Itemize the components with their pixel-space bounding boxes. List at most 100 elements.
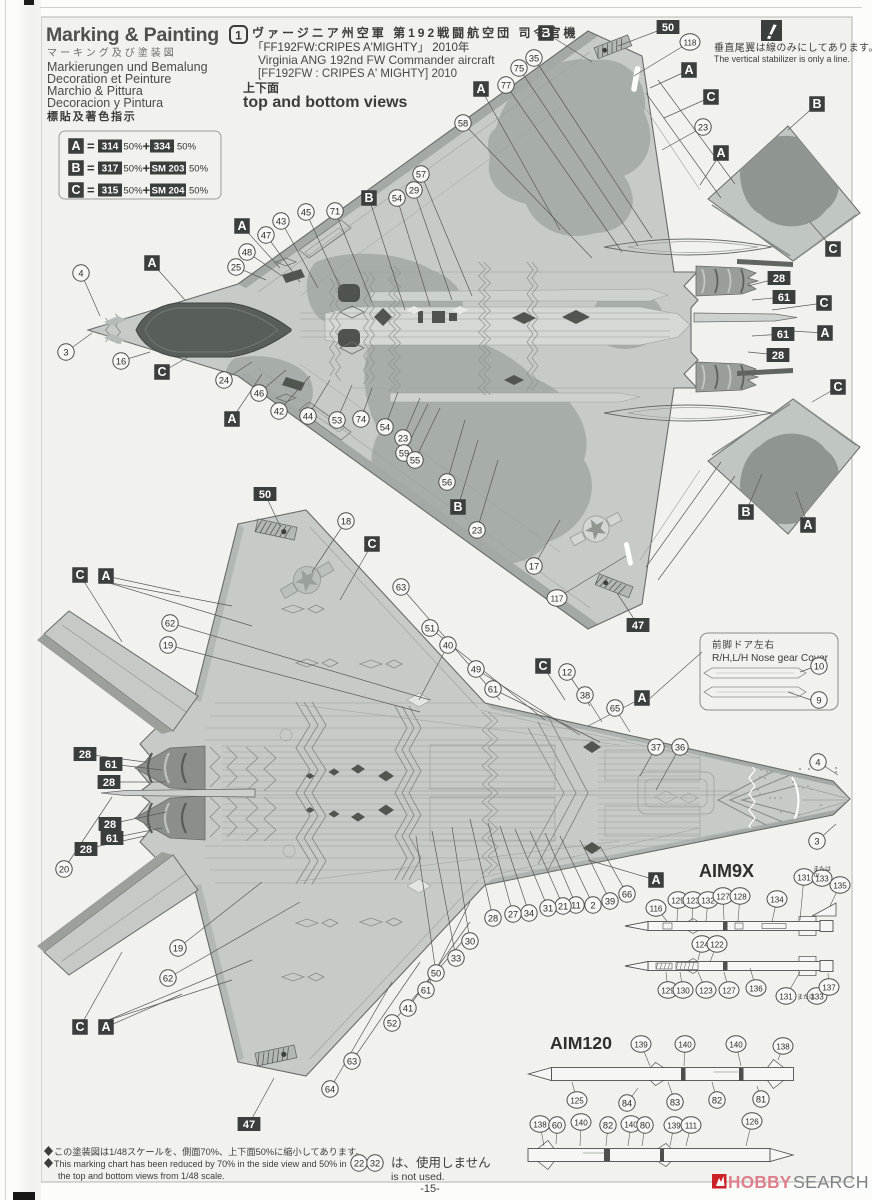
svg-text:AIM9X: AIM9X bbox=[699, 861, 754, 881]
svg-text:ヴァージニア州空軍 第192戦闘航空団 司令官機: ヴァージニア州空軍 第192戦闘航空団 司令官機 bbox=[252, 25, 578, 40]
svg-text:138: 138 bbox=[533, 1120, 547, 1129]
svg-text:41: 41 bbox=[403, 1003, 413, 1013]
svg-text:は、使用しません: は、使用しません bbox=[391, 1155, 491, 1170]
svg-text:+: + bbox=[143, 139, 151, 154]
svg-text:21: 21 bbox=[558, 901, 568, 911]
svg-text:129: 129 bbox=[671, 896, 685, 905]
svg-text:B: B bbox=[364, 191, 373, 205]
svg-text:B: B bbox=[541, 26, 550, 40]
svg-text:126: 126 bbox=[745, 1117, 759, 1126]
svg-text:50: 50 bbox=[662, 22, 674, 34]
svg-text:Decoration et Peinture: Decoration et Peinture bbox=[47, 72, 171, 86]
svg-text:上下面: 上下面 bbox=[243, 80, 279, 95]
svg-text:または: または bbox=[813, 866, 831, 873]
svg-text:131: 131 bbox=[797, 873, 811, 882]
svg-text:16: 16 bbox=[116, 356, 126, 366]
svg-text:54: 54 bbox=[380, 422, 390, 432]
svg-text:54: 54 bbox=[392, 193, 402, 203]
svg-text:23: 23 bbox=[472, 525, 482, 535]
svg-text:58: 58 bbox=[458, 118, 468, 128]
svg-text:A: A bbox=[147, 256, 156, 270]
svg-text:A: A bbox=[476, 82, 485, 96]
svg-text:22: 22 bbox=[354, 1158, 364, 1168]
svg-text:50: 50 bbox=[259, 489, 271, 501]
svg-text:B: B bbox=[71, 161, 80, 175]
svg-text:127: 127 bbox=[722, 986, 736, 995]
svg-text:74: 74 bbox=[356, 414, 366, 424]
svg-text:50%: 50% bbox=[124, 164, 144, 175]
svg-text:B: B bbox=[453, 500, 462, 514]
svg-text:140: 140 bbox=[678, 1040, 692, 1049]
svg-text:42: 42 bbox=[274, 406, 284, 416]
svg-text:B: B bbox=[812, 97, 821, 111]
svg-text:4: 4 bbox=[78, 268, 83, 278]
svg-text:C: C bbox=[75, 1020, 84, 1034]
svg-text:125: 125 bbox=[570, 1096, 584, 1105]
svg-text:HOBBY: HOBBY bbox=[728, 1172, 792, 1192]
svg-text:35: 35 bbox=[529, 53, 539, 63]
svg-text:前脚ドア左右: 前脚ドア左右 bbox=[712, 639, 775, 651]
svg-text:128: 128 bbox=[733, 892, 747, 901]
svg-text:1: 1 bbox=[235, 29, 242, 43]
svg-text:4: 4 bbox=[815, 757, 820, 767]
svg-text:50%: 50% bbox=[189, 186, 209, 197]
svg-text:A: A bbox=[803, 518, 812, 532]
svg-text:136: 136 bbox=[749, 984, 763, 993]
svg-text:134: 134 bbox=[770, 895, 784, 904]
svg-text:129: 129 bbox=[661, 986, 675, 995]
svg-text:60: 60 bbox=[552, 1120, 562, 1130]
svg-text:28: 28 bbox=[79, 749, 91, 761]
svg-text:SM 204: SM 204 bbox=[152, 186, 185, 197]
svg-text:56: 56 bbox=[442, 477, 452, 487]
svg-text:A: A bbox=[716, 146, 725, 160]
svg-text:11: 11 bbox=[571, 900, 581, 910]
svg-text:59: 59 bbox=[399, 448, 409, 458]
svg-text:A: A bbox=[71, 139, 80, 153]
svg-text:28: 28 bbox=[103, 777, 115, 789]
svg-text:19: 19 bbox=[163, 640, 173, 650]
svg-text:9: 9 bbox=[816, 695, 821, 705]
svg-text:Marchio & Pittura: Marchio & Pittura bbox=[47, 84, 143, 98]
svg-text:33: 33 bbox=[451, 953, 461, 963]
svg-text:51: 51 bbox=[425, 623, 435, 633]
svg-text:52: 52 bbox=[387, 1018, 397, 1028]
svg-text:3: 3 bbox=[814, 836, 819, 846]
svg-text:=: = bbox=[87, 139, 95, 154]
svg-text:C: C bbox=[75, 568, 84, 582]
svg-text:28: 28 bbox=[104, 819, 116, 831]
svg-text:12: 12 bbox=[562, 667, 572, 677]
svg-text:10: 10 bbox=[814, 661, 824, 671]
svg-text:140: 140 bbox=[729, 1040, 743, 1049]
svg-text:Virginia ANG 192nd FW Commande: Virginia ANG 192nd FW Commander aircraft bbox=[258, 53, 495, 67]
svg-text:C: C bbox=[367, 537, 376, 551]
svg-text:=: = bbox=[87, 183, 95, 198]
svg-text:Decoracion y Pintura: Decoracion y Pintura bbox=[47, 96, 163, 110]
svg-text:57: 57 bbox=[416, 169, 426, 179]
svg-text:127: 127 bbox=[716, 892, 730, 901]
svg-text:Marking & Painting: Marking & Painting bbox=[46, 24, 219, 46]
svg-text:32: 32 bbox=[370, 1158, 380, 1168]
svg-text:A: A bbox=[684, 63, 693, 77]
svg-text:314: 314 bbox=[102, 142, 119, 153]
svg-text:B: B bbox=[741, 505, 750, 519]
svg-text:64: 64 bbox=[325, 1084, 335, 1094]
svg-text:A: A bbox=[227, 412, 236, 426]
svg-text:29: 29 bbox=[409, 185, 419, 195]
svg-text:43: 43 bbox=[276, 216, 286, 226]
svg-text:315: 315 bbox=[102, 186, 119, 197]
svg-text:A: A bbox=[101, 569, 110, 583]
svg-text:50%: 50% bbox=[124, 142, 144, 153]
svg-text:A: A bbox=[651, 873, 660, 887]
svg-text:122: 122 bbox=[710, 940, 724, 949]
svg-text:24: 24 bbox=[219, 375, 229, 385]
svg-text:the top and bottom views from: the top and bottom views from 1/48 scale… bbox=[58, 1171, 225, 1181]
svg-text:A: A bbox=[237, 219, 246, 233]
svg-text:マーキング及び塗装図: マーキング及び塗装図 bbox=[47, 46, 177, 59]
svg-text:61: 61 bbox=[777, 329, 789, 341]
svg-text:28: 28 bbox=[773, 273, 785, 285]
svg-text:50: 50 bbox=[431, 968, 441, 978]
svg-text:66: 66 bbox=[622, 889, 632, 899]
svg-text:C: C bbox=[71, 183, 80, 197]
svg-text:53: 53 bbox=[332, 415, 342, 425]
svg-text:28: 28 bbox=[80, 844, 92, 856]
